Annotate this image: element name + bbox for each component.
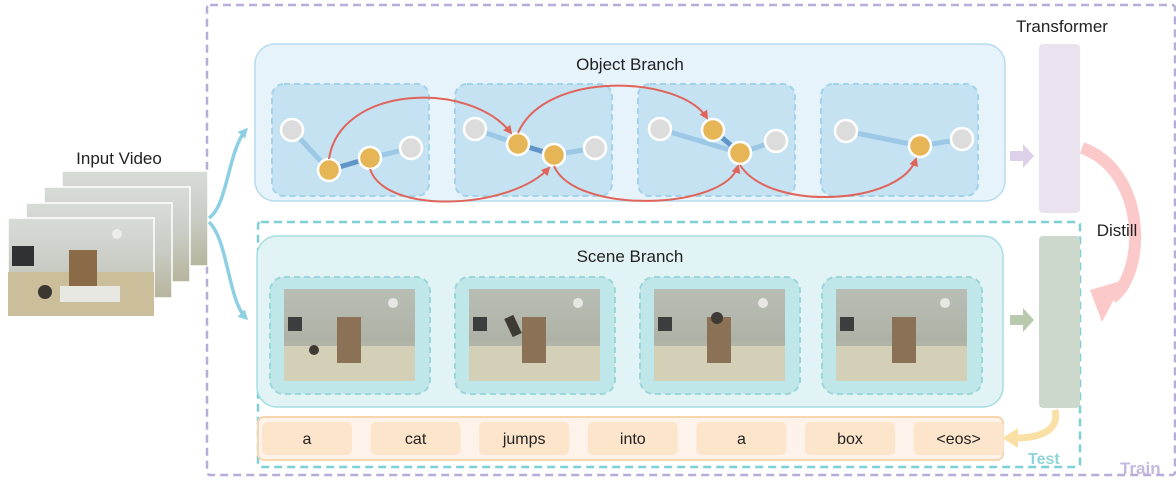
video-frame-front [7, 217, 155, 317]
caption-token: a [303, 431, 312, 448]
caption-token: into [620, 431, 646, 448]
idle-node [647, 116, 673, 142]
object-node [505, 131, 531, 157]
distill-arrowhead [1090, 280, 1124, 322]
caption-token: box [837, 431, 863, 448]
idle-node [279, 117, 305, 143]
scene-cell [639, 276, 801, 395]
transformer-label: Transformer [1016, 17, 1108, 36]
object-node [316, 157, 342, 183]
caption-token: <eos> [936, 431, 980, 448]
transformer-object [1039, 44, 1080, 213]
object-cell [271, 83, 430, 197]
scene-cell [454, 276, 616, 395]
input-video-stack [7, 170, 209, 317]
object-node [541, 142, 567, 168]
caption-token: cat [405, 431, 427, 448]
caption-output-arrow [1015, 409, 1060, 442]
object-node [907, 133, 933, 159]
idle-node [398, 135, 424, 161]
caption-token: a [737, 431, 746, 448]
scene-feed-arrow [1010, 308, 1034, 332]
caption-token-box [696, 422, 787, 455]
idle-node [949, 126, 975, 152]
caption-token-box [479, 422, 570, 455]
caption-token-box [370, 422, 461, 455]
idle-node [582, 135, 608, 161]
caption-token-box [805, 422, 895, 455]
scene-branch-title: Scene Branch [577, 247, 684, 266]
idle-node [763, 128, 789, 154]
caption-token-box [913, 422, 1004, 455]
scene-branch-panel [256, 235, 1004, 408]
object-feed-arrow [1010, 144, 1034, 168]
input-arrows [207, 127, 249, 321]
idle-node [462, 116, 488, 142]
train-label: Train [1120, 459, 1161, 478]
scene-cell [821, 276, 983, 395]
caption-token: jumps [502, 431, 546, 448]
input-video-label: Input Video [76, 149, 162, 168]
graph-nodes [279, 116, 975, 183]
caption-output-arrowhead [1002, 428, 1018, 448]
relation-arrows [328, 84, 918, 203]
object-branch-title: Object Branch [576, 55, 684, 74]
scene-frames [269, 276, 983, 395]
distill-label: Distill [1097, 221, 1138, 240]
caption-token-box [262, 422, 352, 455]
idle-node [833, 118, 859, 144]
object-cell [454, 83, 613, 197]
transformer-scene [1039, 236, 1080, 408]
test-label: Test [1028, 451, 1060, 468]
object-node [357, 145, 383, 171]
scene-cell [269, 276, 431, 395]
distill-arrow [1079, 142, 1142, 303]
caption-token-box [587, 422, 678, 455]
object-node [727, 140, 753, 166]
caption-tokens: a cat jumps into a box <eos> [262, 422, 1004, 455]
object-node [700, 117, 726, 143]
